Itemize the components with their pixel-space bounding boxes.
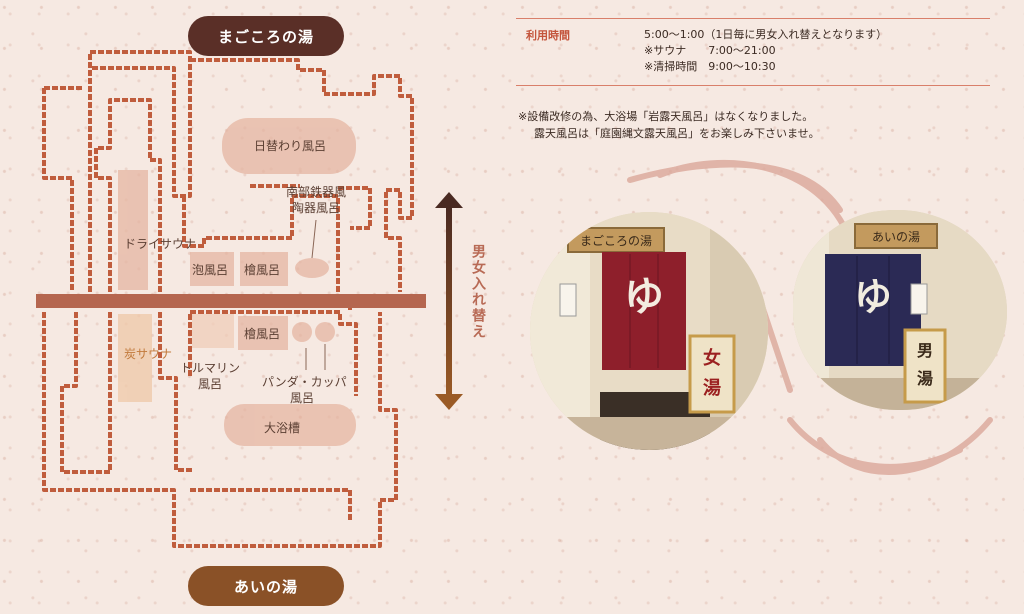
sign-magokoro: まごころの湯 [580,233,652,248]
room-sumi-sauna [118,314,152,402]
label-panda-2: 風呂 [290,391,315,405]
label-hinoki-lower: 檜風呂 [244,327,281,341]
label-higawari: 日替わり風呂 [254,139,327,153]
label-awa: 泡風呂 [192,263,229,277]
board-women-2: 湯 [703,378,721,399]
label-daiyokuso: 大浴槽 [264,421,301,435]
tub-tourmaline [192,314,234,348]
tub-panda [292,322,312,342]
divider-bottom [516,85,990,86]
label-nanbu-2: 陶器風呂 [292,201,341,215]
tub-higawari [222,118,356,174]
label-ai-no-yu: あいの湯 [188,566,344,606]
sauna-hours: ※サウナ 7:00〜21:00 [644,44,776,57]
label-hinoki-upper: 檜風呂 [244,263,281,277]
pointer-lines [305,219,326,370]
cleaning-hours: ※清掃時間 9:00〜10:30 [644,60,776,73]
label-tourmaline-1: トルマリン [180,361,241,375]
board-women-1: 女 [703,347,721,369]
board-men-2: 湯 [917,369,933,388]
tub-nanbu [295,258,329,278]
tub-hinoki-lower [238,316,288,350]
notice-line-1: ※設備改修の為、大浴場「岩露天風呂」はなくなりました。 [518,110,814,123]
room-fills [118,118,356,446]
sign-ai: あいの湯 [872,230,920,244]
label-magokoro-no-yu: まごころの湯 [188,16,344,56]
bath-floor-map [36,50,463,548]
divider-band [36,294,426,308]
label-dry-sauna: ドライサウナ [124,237,197,251]
photo-women-entrance: まごころの湯 ゆ 女 湯 [530,212,768,450]
tub-daiyokuso [224,404,356,446]
hours-info: 利用時間 5:00〜1:00（1日毎に男女入れ替えとなります） ※サウナ 7:0… [516,18,990,86]
tub-kappa [315,322,335,342]
photo-men-entrance: あいの湯 ゆ 男 湯 [793,210,1007,410]
divider-top [516,18,990,19]
label-panda-1: パンダ・カッパ [262,375,347,389]
curtain-yu-men: ゆ [854,275,892,319]
renovation-notice: ※設備改修の為、大浴場「岩露天風呂」はなくなりました。 露天風呂は「庭園縄文露天… [518,108,820,142]
notice-line-2: 露天風呂は「庭園縄文露天風呂」をお楽しみ下さいませ。 [534,127,820,140]
label-nanbu-1: 南部鉄器風 [286,185,347,199]
tub-hinoki-upper [240,252,288,286]
hours-value: 5:00〜1:00（1日毎に男女入れ替えとなります） [644,28,888,41]
tub-awa [190,252,234,286]
label-sumi-sauna: 炭サウナ [124,347,173,361]
switch-label: 男女入れ替え [470,244,486,340]
hours-key: 利用時間 [526,29,570,42]
switch-arrow [435,192,463,410]
label-tourmaline-2: 風呂 [198,377,223,391]
room-dry-sauna [118,170,148,290]
walls-upper [42,50,414,292]
board-men-1: 男 [917,341,933,360]
curtain-yu-women: ゆ [624,274,664,320]
